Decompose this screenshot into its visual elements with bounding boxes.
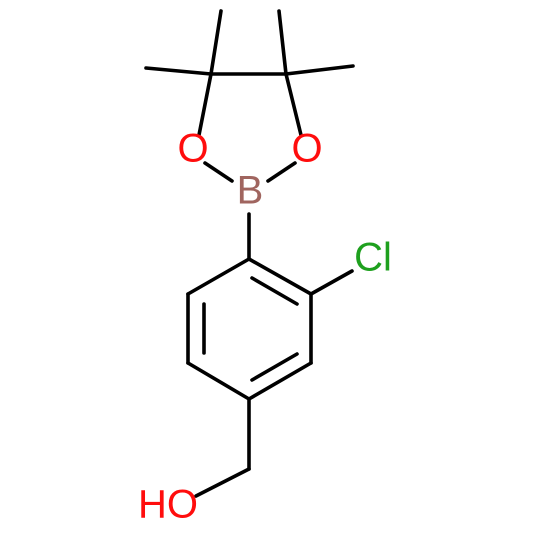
atom-boron: B xyxy=(237,169,264,213)
bond-ring-c3-c4 xyxy=(247,361,313,401)
bond-c-o-right xyxy=(284,72,303,137)
atom-oxygen-right: O xyxy=(291,127,322,171)
atom-hydroxyl: HO xyxy=(138,483,198,527)
bond-ring-c1-c2 xyxy=(247,257,313,296)
atom-oxygen-left: O xyxy=(177,127,208,171)
bond-aromatic-inner-top xyxy=(250,276,299,306)
bond-methyl-left-top xyxy=(209,9,223,76)
bond-methyl-right-top xyxy=(277,9,288,76)
bond-c-o-left xyxy=(197,72,213,137)
bond-ring-c6-c1 xyxy=(186,257,251,296)
atom-chlorine: Cl xyxy=(354,236,392,280)
bond-c-cl xyxy=(309,269,354,296)
bond-o-b-right xyxy=(266,161,297,183)
bond-o-b-left xyxy=(203,161,234,183)
bond-ch2-oh xyxy=(194,467,251,498)
bond-aromatic-inner-bottom xyxy=(250,352,299,382)
bond-methyl-left-side xyxy=(144,66,213,76)
bond-methyl-right-side xyxy=(284,64,355,76)
bond-ring-c4-c5 xyxy=(186,361,251,401)
